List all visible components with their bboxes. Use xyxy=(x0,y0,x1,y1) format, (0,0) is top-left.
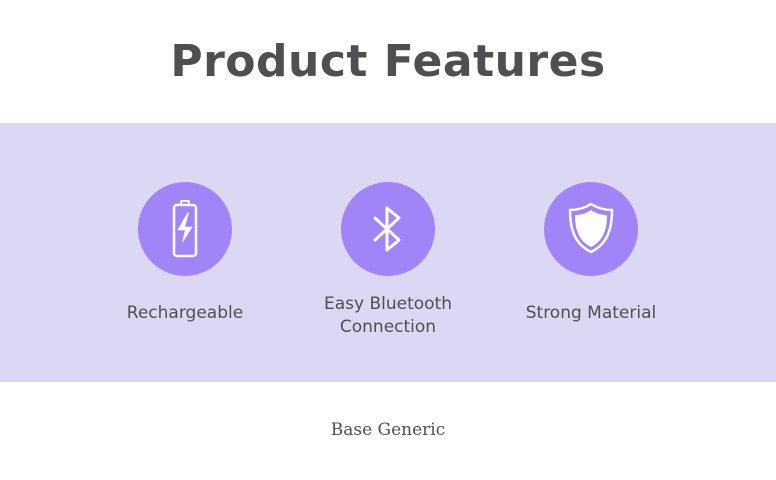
battery-charging-icon xyxy=(138,182,232,276)
bluetooth-icon xyxy=(341,182,435,276)
feature-label: Rechargeable xyxy=(126,303,244,323)
feature-label: Strong Material xyxy=(525,303,657,323)
page-title: Product Features xyxy=(170,36,606,87)
footer-brand: Base Generic xyxy=(330,420,446,440)
feature-rechargeable: Rechargeable xyxy=(90,123,280,382)
shield-icon xyxy=(544,182,638,276)
feature-strong-material: Strong Material xyxy=(496,123,686,382)
